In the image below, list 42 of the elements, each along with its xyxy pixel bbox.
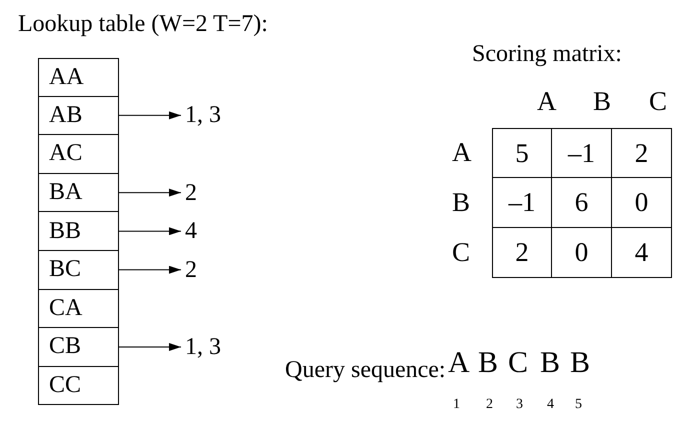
row-header: C [452,239,470,266]
position-number: 4 [547,398,554,412]
column-header: A [537,88,556,115]
table-row: BA [38,172,119,212]
arrow [118,342,182,351]
hit-list-text: 1, 3 [185,103,221,128]
sequence-letter: B [540,348,560,378]
row-header: A [452,139,472,166]
column-header: B [593,88,612,115]
hit-list-text: 2 [185,180,197,205]
sequence-letter: B [478,348,498,378]
arrow [118,111,182,120]
hit-list-text: 4 [185,219,197,244]
table-row: CC [38,366,119,406]
table-title: Lookup table (W=2 T=7): [18,12,268,36]
position-number: 3 [516,398,523,412]
table-row: CB [38,327,119,367]
hit-list-text: 1, 3 [185,334,221,359]
position-number: 2 [486,398,493,412]
matrix-cell: 2 [611,128,672,178]
arrow [118,227,182,236]
hit-list-text: 2 [185,258,197,282]
table-row: AC [38,134,119,174]
arrow [118,188,182,197]
arrow [118,266,182,274]
position-number: 5 [575,398,582,412]
column-header: C [649,88,668,115]
table-row: BC [38,250,119,290]
heading: Query sequence: [285,358,446,382]
matrix-cell: 4 [611,227,672,278]
table-row: CA [38,288,119,328]
row-header: B [452,189,470,216]
table-row: AB [38,96,119,136]
sequence-letter: C [508,348,528,378]
matrix-cell: 2 [492,227,552,278]
sequence-letter: A [448,348,470,378]
position-number: 1 [453,398,460,412]
sequence-letter: B [570,348,590,378]
matrix-cell: 5 [492,128,552,178]
table-row: AA [38,58,119,97]
table-row: BB [38,211,119,251]
heading: Scoring matrix: [472,42,622,66]
